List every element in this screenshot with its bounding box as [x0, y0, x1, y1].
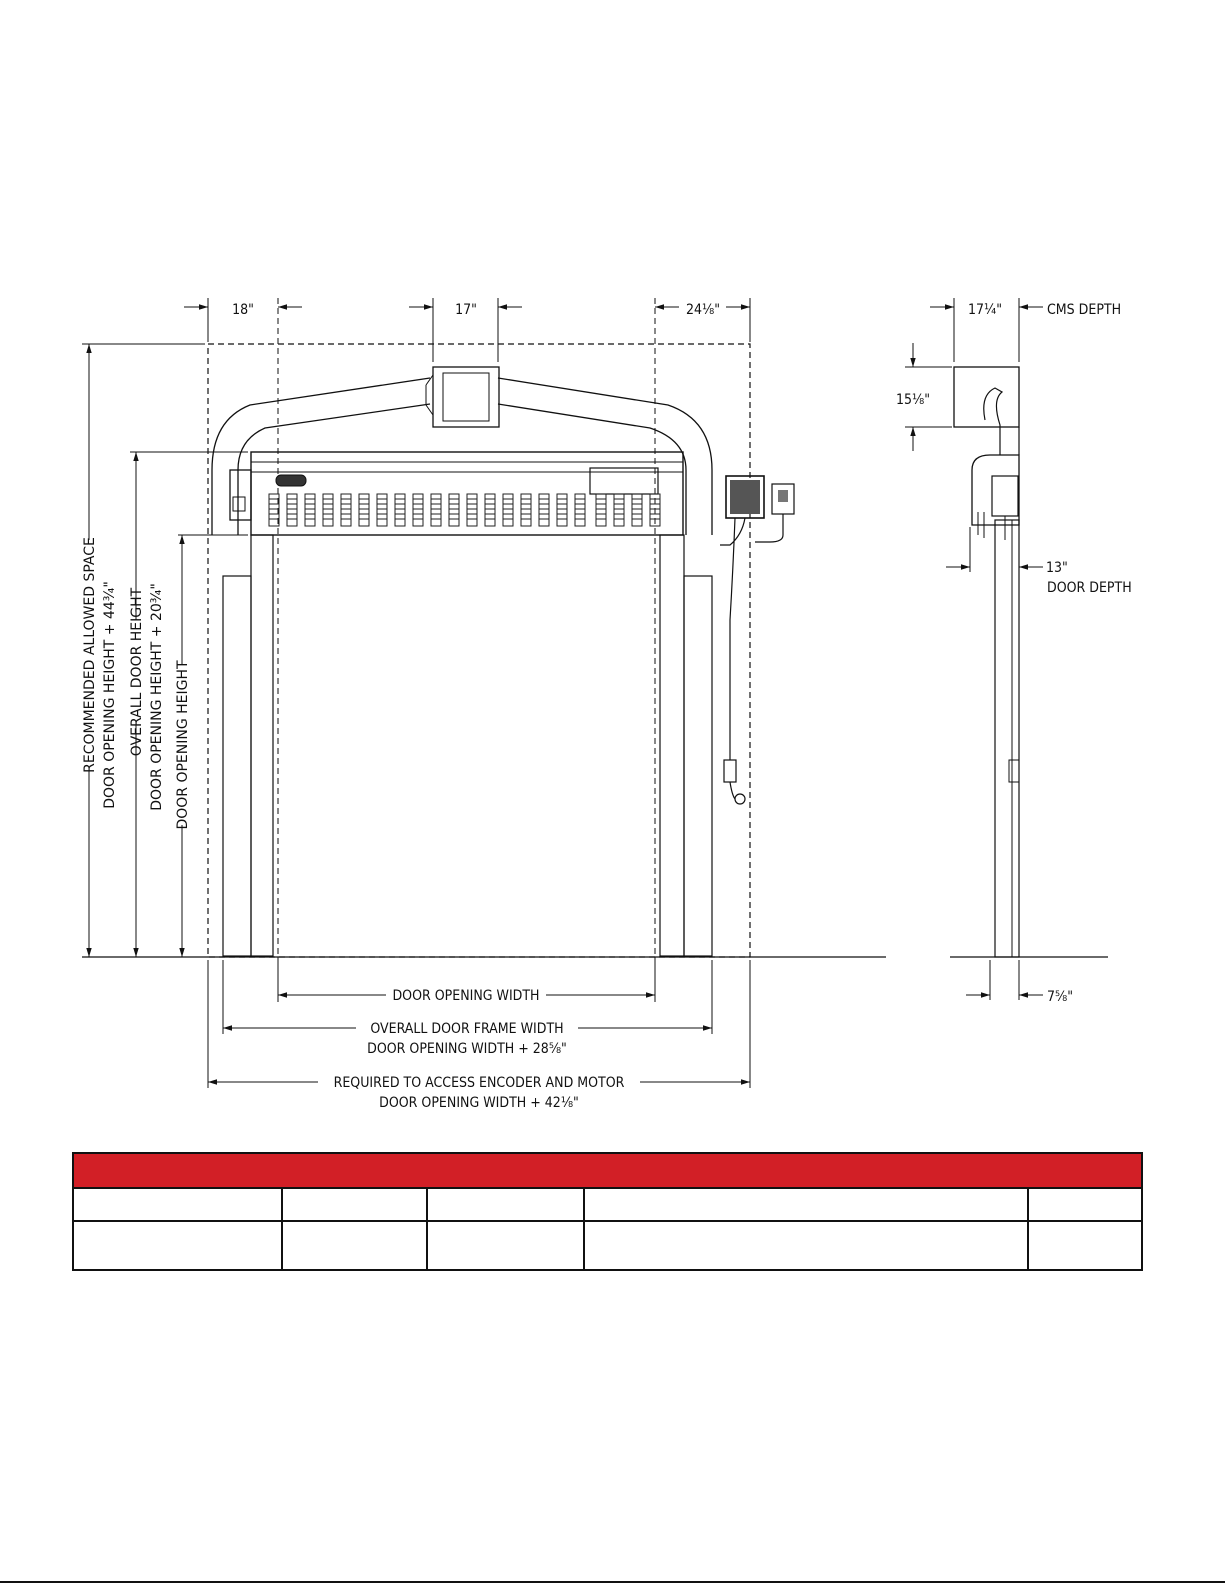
- front-view: [82, 298, 886, 1088]
- spec-table: [71, 1152, 1144, 1271]
- recommended-space-formula: DOOR OPENING HEIGHT + 44¾": [102, 581, 118, 809]
- side-frame-column: [994, 519, 1020, 958]
- opening-width-label: DOOR OPENING WIDTH: [392, 988, 539, 1004]
- page-bottom-rule: [0, 1581, 1225, 1583]
- cms-width-label: 17¼": [968, 302, 1002, 318]
- brand-plate: [275, 474, 307, 487]
- table-cell: [583, 1220, 1029, 1271]
- control-conduit: [720, 514, 784, 760]
- right-frame-inner: [659, 534, 685, 957]
- overall-height-formula: DOOR OPENING HEIGHT + 20¾": [149, 583, 165, 811]
- overall-height-label: OVERALL DOOR HEIGHT: [129, 587, 145, 756]
- side-view: [905, 298, 1108, 1000]
- access-width-label: REQUIRED TO ACCESS ENCODER AND MOTOR: [334, 1075, 625, 1091]
- door-depth-value: 13": [1046, 560, 1068, 576]
- front-view-labels: 18" 17" 24⅛" RECOMMENDED ALLOWED SPACE D…: [82, 302, 720, 1111]
- table-row: [72, 1220, 1144, 1271]
- opening-height-label: DOOR OPENING HEIGHT: [175, 660, 191, 830]
- table-cell: [583, 1187, 1029, 1222]
- side-photo-eye: [1008, 759, 1020, 783]
- door-depth-label: DOOR DEPTH: [1047, 580, 1132, 596]
- cms-height-label: 15⅛": [896, 392, 930, 408]
- table-cell: [72, 1220, 283, 1271]
- frame-width-formula: DOOR OPENING WIDTH + 28⅝": [367, 1041, 567, 1057]
- access-width-formula: DOOR OPENING WIDTH + 42⅛": [379, 1095, 579, 1111]
- dim-24-label: 24⅛": [686, 302, 720, 318]
- motor-encoder: [229, 469, 252, 521]
- base-dim-label: 7⅝": [1047, 989, 1073, 1005]
- photo-eye-box: [723, 759, 737, 783]
- table-cell: [281, 1220, 428, 1271]
- table-cell: [1026, 1220, 1144, 1271]
- right-frame-column: [683, 575, 713, 957]
- table-cell: [426, 1187, 585, 1222]
- table-header: [71, 1152, 1144, 1189]
- table-cell: [1026, 1187, 1144, 1222]
- table-cell: [72, 1187, 283, 1222]
- door-opening-outline: [277, 298, 656, 957]
- dim-17-label: 17": [455, 302, 477, 318]
- recommended-space-label: RECOMMENDED ALLOWED SPACE: [82, 537, 98, 773]
- blower-unit: [432, 366, 500, 428]
- side-view-labels: 17¼" CMS DEPTH 15⅛" 13" DOOR DEPTH 7⅝": [896, 302, 1132, 1005]
- air-duct-outer: [211, 377, 713, 535]
- table-row: [72, 1187, 1144, 1222]
- side-duct: [983, 387, 1020, 455]
- cms-depth-label: CMS DEPTH: [1047, 302, 1121, 318]
- side-cms-box: [953, 366, 1020, 428]
- dim-18-label: 18": [232, 302, 254, 318]
- door-dimension-drawing: 18" 17" 24⅛" RECOMMENDED ALLOWED SPACE D…: [82, 298, 1132, 1111]
- air-duct-inner: [237, 403, 687, 535]
- table-cell: [426, 1220, 585, 1271]
- left-frame-column: [222, 575, 252, 957]
- frame-width-label: OVERALL DOOR FRAME WIDTH: [370, 1021, 563, 1037]
- recommended-space-outline: [207, 343, 751, 958]
- table-header-row: [71, 1152, 1144, 1189]
- table-cell: [281, 1187, 428, 1222]
- vent-grille: [268, 493, 661, 527]
- left-frame-inner: [250, 534, 274, 957]
- side-header: [971, 454, 1020, 526]
